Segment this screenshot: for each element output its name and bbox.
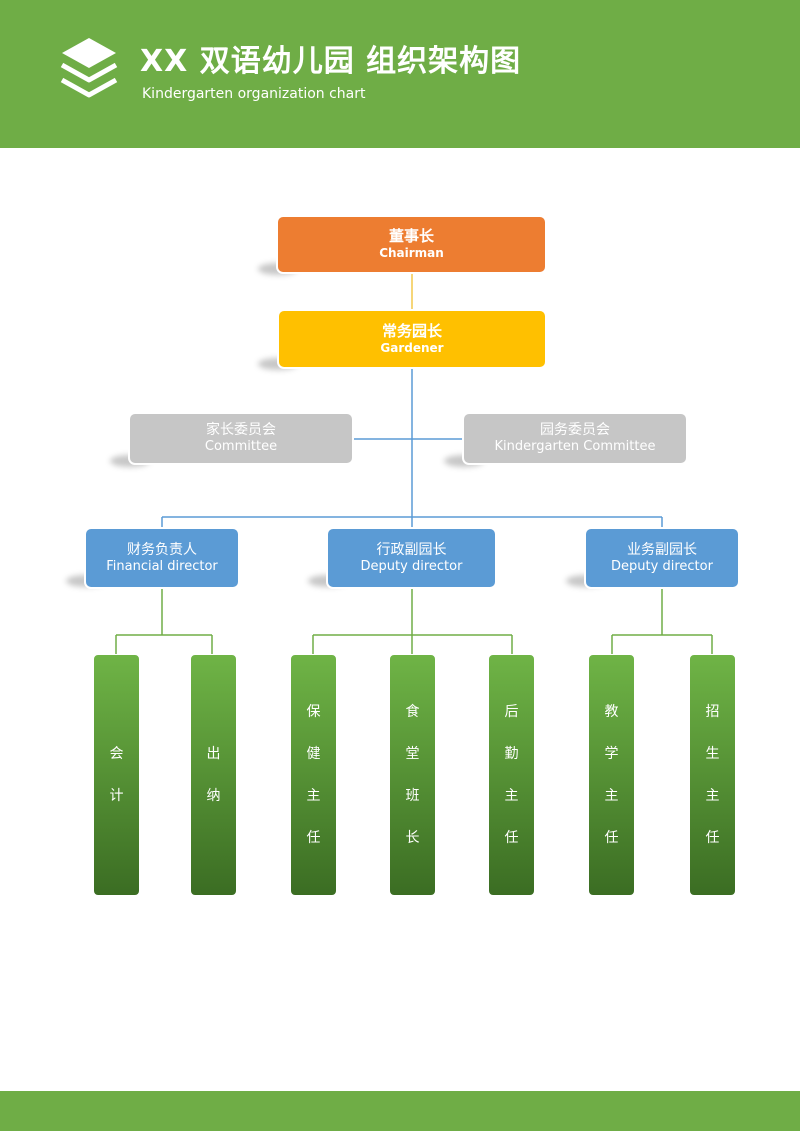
leaf-char: 纳 bbox=[206, 788, 221, 804]
leaf-char: 长 bbox=[405, 830, 420, 846]
leaf-char: 生 bbox=[705, 746, 720, 762]
page-title: XX 双语幼儿园 组织架构图 bbox=[140, 44, 522, 79]
leaf-char: 保 bbox=[306, 704, 321, 720]
footer-bar bbox=[0, 1091, 800, 1131]
node-business-deputy-zh: 业务副园长 bbox=[627, 541, 697, 558]
leaf-char: 招 bbox=[705, 704, 720, 720]
leaf-char: 主 bbox=[705, 788, 720, 804]
leaf-char: 教 bbox=[604, 704, 619, 720]
leaf-canteen-head: 食 堂 班 长 bbox=[389, 654, 436, 896]
leaf-admissions-director: 招 生 主 任 bbox=[689, 654, 736, 896]
node-financial-director-en: Financial director bbox=[106, 558, 218, 574]
leaf-char: 会 bbox=[109, 746, 124, 762]
layers-stack-icon bbox=[60, 38, 118, 98]
node-business-deputy-en: Deputy director bbox=[611, 558, 713, 574]
node-parent-committee-zh: 家长委员会 bbox=[206, 422, 276, 438]
node-financial-director: 财务负责人 Financial director bbox=[84, 527, 240, 589]
leaf-char: 任 bbox=[306, 830, 321, 846]
node-gardener-zh: 常务园长 bbox=[381, 321, 442, 340]
leaf-logistics-director: 后 勤 主 任 bbox=[488, 654, 535, 896]
node-admin-deputy: 行政副园长 Deputy director bbox=[326, 527, 497, 589]
leaf-teaching-director: 教 学 主 任 bbox=[588, 654, 635, 896]
leaf-char: 健 bbox=[306, 746, 321, 762]
node-financial-director-zh: 财务负责人 bbox=[127, 541, 197, 558]
leaf-char: 主 bbox=[504, 788, 519, 804]
leaf-char: 出 bbox=[206, 746, 221, 762]
leaf-char: 学 bbox=[604, 746, 619, 762]
header-banner: XX 双语幼儿园 组织架构图 Kindergarten organization… bbox=[0, 0, 800, 148]
leaf-health-director: 保 健 主 任 bbox=[290, 654, 337, 896]
node-affairs-committee: 园务委员会 Kindergarten Committee bbox=[462, 412, 688, 465]
leaf-cashier: 出 纳 bbox=[190, 654, 237, 896]
node-admin-deputy-en: Deputy director bbox=[360, 558, 463, 574]
node-affairs-committee-zh: 园务委员会 bbox=[540, 422, 610, 438]
leaf-char: 主 bbox=[604, 788, 619, 804]
leaf-char: 任 bbox=[705, 830, 720, 846]
node-business-deputy: 业务副园长 Deputy director bbox=[584, 527, 740, 589]
node-affairs-committee-en: Kindergarten Committee bbox=[494, 439, 656, 454]
node-parent-committee-en: Committee bbox=[204, 439, 278, 454]
leaf-char: 后 bbox=[504, 704, 519, 720]
node-chairman-en: Chairman bbox=[379, 246, 444, 260]
leaf-char: 主 bbox=[306, 788, 321, 804]
leaf-accountant: 会 计 bbox=[93, 654, 140, 896]
node-gardener-en: Gardener bbox=[380, 340, 444, 355]
leaf-char: 任 bbox=[504, 830, 519, 846]
leaf-char: 计 bbox=[109, 788, 124, 804]
page-subtitle: Kindergarten organization chart bbox=[142, 86, 366, 102]
node-parent-committee: 家长委员会 Committee bbox=[128, 412, 354, 465]
leaf-char: 勤 bbox=[504, 746, 519, 762]
node-chairman-zh: 董事长 bbox=[388, 227, 434, 245]
leaf-char: 任 bbox=[604, 830, 619, 846]
leaf-char: 食 bbox=[405, 704, 420, 720]
leaf-char: 班 bbox=[405, 788, 420, 804]
node-chairman: 董事长 Chairman bbox=[276, 215, 547, 274]
node-gardener: 常务园长 Gardener bbox=[277, 309, 547, 369]
node-admin-deputy-zh: 行政副园长 bbox=[376, 541, 447, 558]
leaf-char: 堂 bbox=[405, 746, 420, 762]
